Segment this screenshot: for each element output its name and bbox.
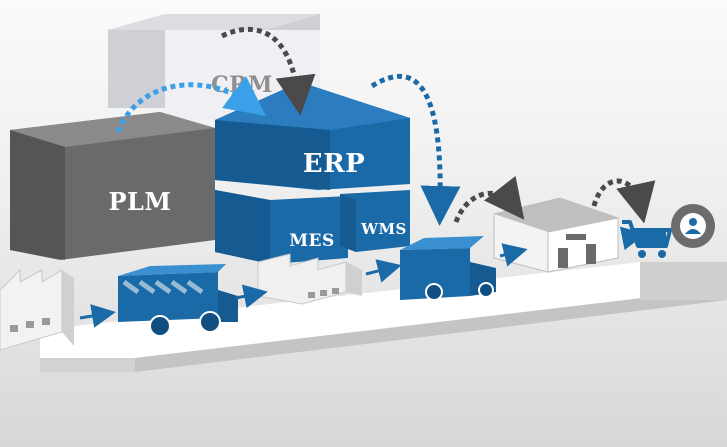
wms-box: WMS (340, 190, 410, 252)
wms-label: WMS (360, 220, 407, 238)
plm-box: PLM (10, 112, 215, 260)
mes-label: MES (289, 231, 335, 251)
customer-icon (671, 204, 715, 248)
flow-arrows (79, 226, 646, 328)
warehouse-icon (493, 197, 619, 273)
erp-label: ERP (303, 149, 365, 179)
erp-box: ERP (215, 82, 410, 190)
shopping-cart-icon (622, 220, 672, 258)
truck-icon (400, 236, 496, 301)
truck-icon (118, 264, 238, 337)
crm-label: CRM (211, 72, 273, 98)
mes-box: MES (215, 190, 348, 264)
factory-icon (0, 268, 74, 351)
plm-label: PLM (109, 187, 172, 216)
platform (40, 262, 727, 372)
data-flow-arrows (115, 26, 656, 226)
factory-icon (257, 253, 362, 305)
